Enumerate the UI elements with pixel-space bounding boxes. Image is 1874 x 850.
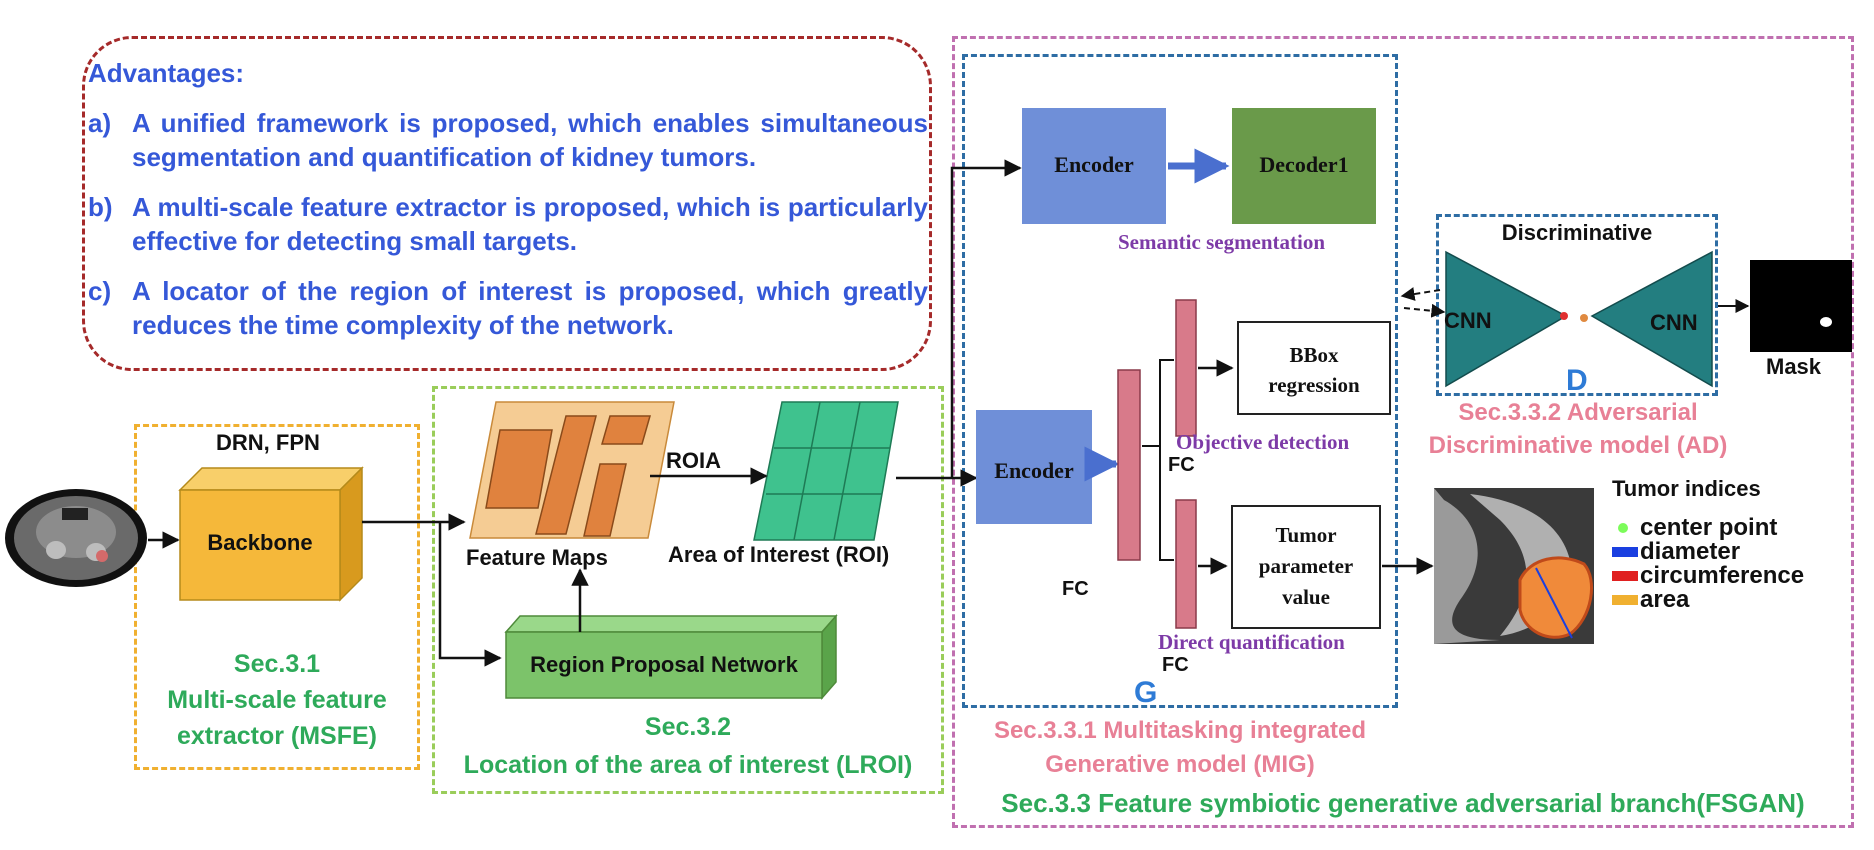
mask-image [1750,260,1852,352]
msfe-sec-line1: Sec.3.1 [233,650,321,678]
arrow-roi-encoder-top [950,159,1022,478]
fc-label-c: FC [1162,654,1189,676]
legend-label: area [1640,586,1690,613]
legend-diameter: diameter [1612,538,1804,565]
legend-label: diameter [1640,538,1741,565]
backbone-box [178,466,364,602]
g-label: G [1134,676,1158,709]
msfe-sec-label: Sec.3.1 Multi-scale feature extractor (M… [134,646,420,754]
lroi-frame [432,386,944,794]
fc-label-b: FC [1062,578,1089,600]
roi-label: Area of Interest (ROI) [668,542,890,567]
tumor-indices-title: Tumor indices [1612,476,1761,501]
decoder-box [1232,108,1376,224]
bbox-line2: regression [1268,373,1360,397]
advantages-title: Advantages: [88,58,245,88]
tumor-line3: value [1282,585,1330,609]
fc-bar-main [1117,369,1141,561]
advantage-text: A locator of the region of interest is p… [132,276,928,340]
legend-label: center point [1640,514,1778,541]
discriminative-title: Discriminative [1501,220,1653,245]
encoder-mid-label: Encoder [994,458,1074,483]
decoder-label: Decoder1 [1259,152,1349,177]
msfe-sec-line3: extractor (MSFE) [176,722,378,750]
advantage-label: b) [88,192,113,222]
bbox-label: BBox regression [1238,340,1390,400]
msfe-sec-line2: Multi-scale feature [167,686,387,714]
fc-label-a: FC [1168,454,1195,476]
mig-sec-line2: Generative model (MIG) [1045,751,1315,778]
fc-bar-bottom [1175,499,1197,629]
advantages-text: Advantages: a) A unified framework is pr… [88,56,928,342]
feature-maps [469,401,675,539]
rpn-label: Region Proposal Network [530,652,798,677]
legend-swatch [1612,547,1638,557]
advantage-text: A multi-scale feature extractor is propo… [132,192,928,256]
arrow-backbone-rpn [438,522,502,667]
mig-sec-line1: Sec.3.3.1 Multitasking integrated [993,717,1367,744]
legend-swatch [1612,571,1638,581]
tumor-line2: parameter [1258,554,1354,578]
advantage-text: A unified framework is proposed, which e… [132,108,928,172]
arrow-g-d [1403,303,1446,318]
legend-swatch [1612,595,1638,605]
mig-frame [962,54,1398,708]
bbox-box [1237,321,1391,415]
tumor-box [1231,505,1381,629]
roia-label: ROIA [666,448,721,473]
advantage-label: a) [88,108,112,138]
legend-label: circumference [1640,562,1805,589]
arrow-d-g [1400,287,1441,301]
cnn-left-label: CNN [1444,308,1492,333]
msfe-top-label: DRN, FPN [216,430,320,455]
mig-sec-label: Sec.3.3.1 Multitasking integrated Genera… [962,714,1398,782]
legend-swatch [1618,523,1628,533]
ad-sec-line2: Discriminative model (AD) [1428,432,1728,459]
advantages-panel [82,36,932,371]
encoder-top-box [1022,108,1166,224]
lroi-sec-line1: Sec.3.2 [644,713,732,741]
lroi-sec-label: Sec.3.2 Location of the area of interest… [426,708,950,784]
ad-sec-line1: Sec.3.3.2 Adversarial [1458,399,1698,426]
feature-maps-label: Feature Maps [466,545,608,570]
msfe-frame [134,424,420,770]
tumor-image [1434,488,1594,644]
tumor-indices-legend: center point diameter circumference area [1612,514,1805,613]
cnn-right-label: CNN [1650,310,1698,335]
semantic-label: Semantic segmentation [1118,230,1326,254]
tumor-line1: Tumor [1275,523,1337,547]
bbox-line1: BBox [1289,343,1339,367]
tumor-label: Tumor parameter value [1232,520,1380,613]
rpn-box [504,614,838,700]
direct-label: Direct quantification [1158,630,1345,654]
ct-scan-image [5,489,147,587]
encoder-top-label: Encoder [1054,152,1134,177]
roi-grid [753,401,899,541]
advantage-label: c) [88,276,112,306]
mask-label: Mask [1766,354,1822,379]
advantage-item: b) A multi-scale feature extractor is pr… [88,190,928,258]
advantage-item: c) A locator of the region of interest i… [88,274,928,342]
backbone-label: Backbone [207,530,313,555]
fc-bar-top [1175,299,1197,437]
lroi-sec-line2: Location of the area of interest (LROI) [463,751,913,779]
fsgan-sec-label: Sec.3.3 Feature symbiotic generative adv… [1001,788,1805,818]
legend-area: area [1612,586,1804,613]
encoder-mid-box [976,410,1092,524]
objective-label: Objective detection [1176,430,1350,454]
advantage-item: a) A unified framework is proposed, whic… [88,106,928,174]
legend-center-point: center point [1612,514,1804,541]
fsgan-frame [952,36,1854,828]
legend-circumference: circumference [1612,562,1805,589]
discriminator [1445,250,1713,388]
d-label: D [1566,364,1588,397]
ad-sec-label: Sec.3.3.2 Adversarial Discriminative mod… [1410,396,1746,462]
